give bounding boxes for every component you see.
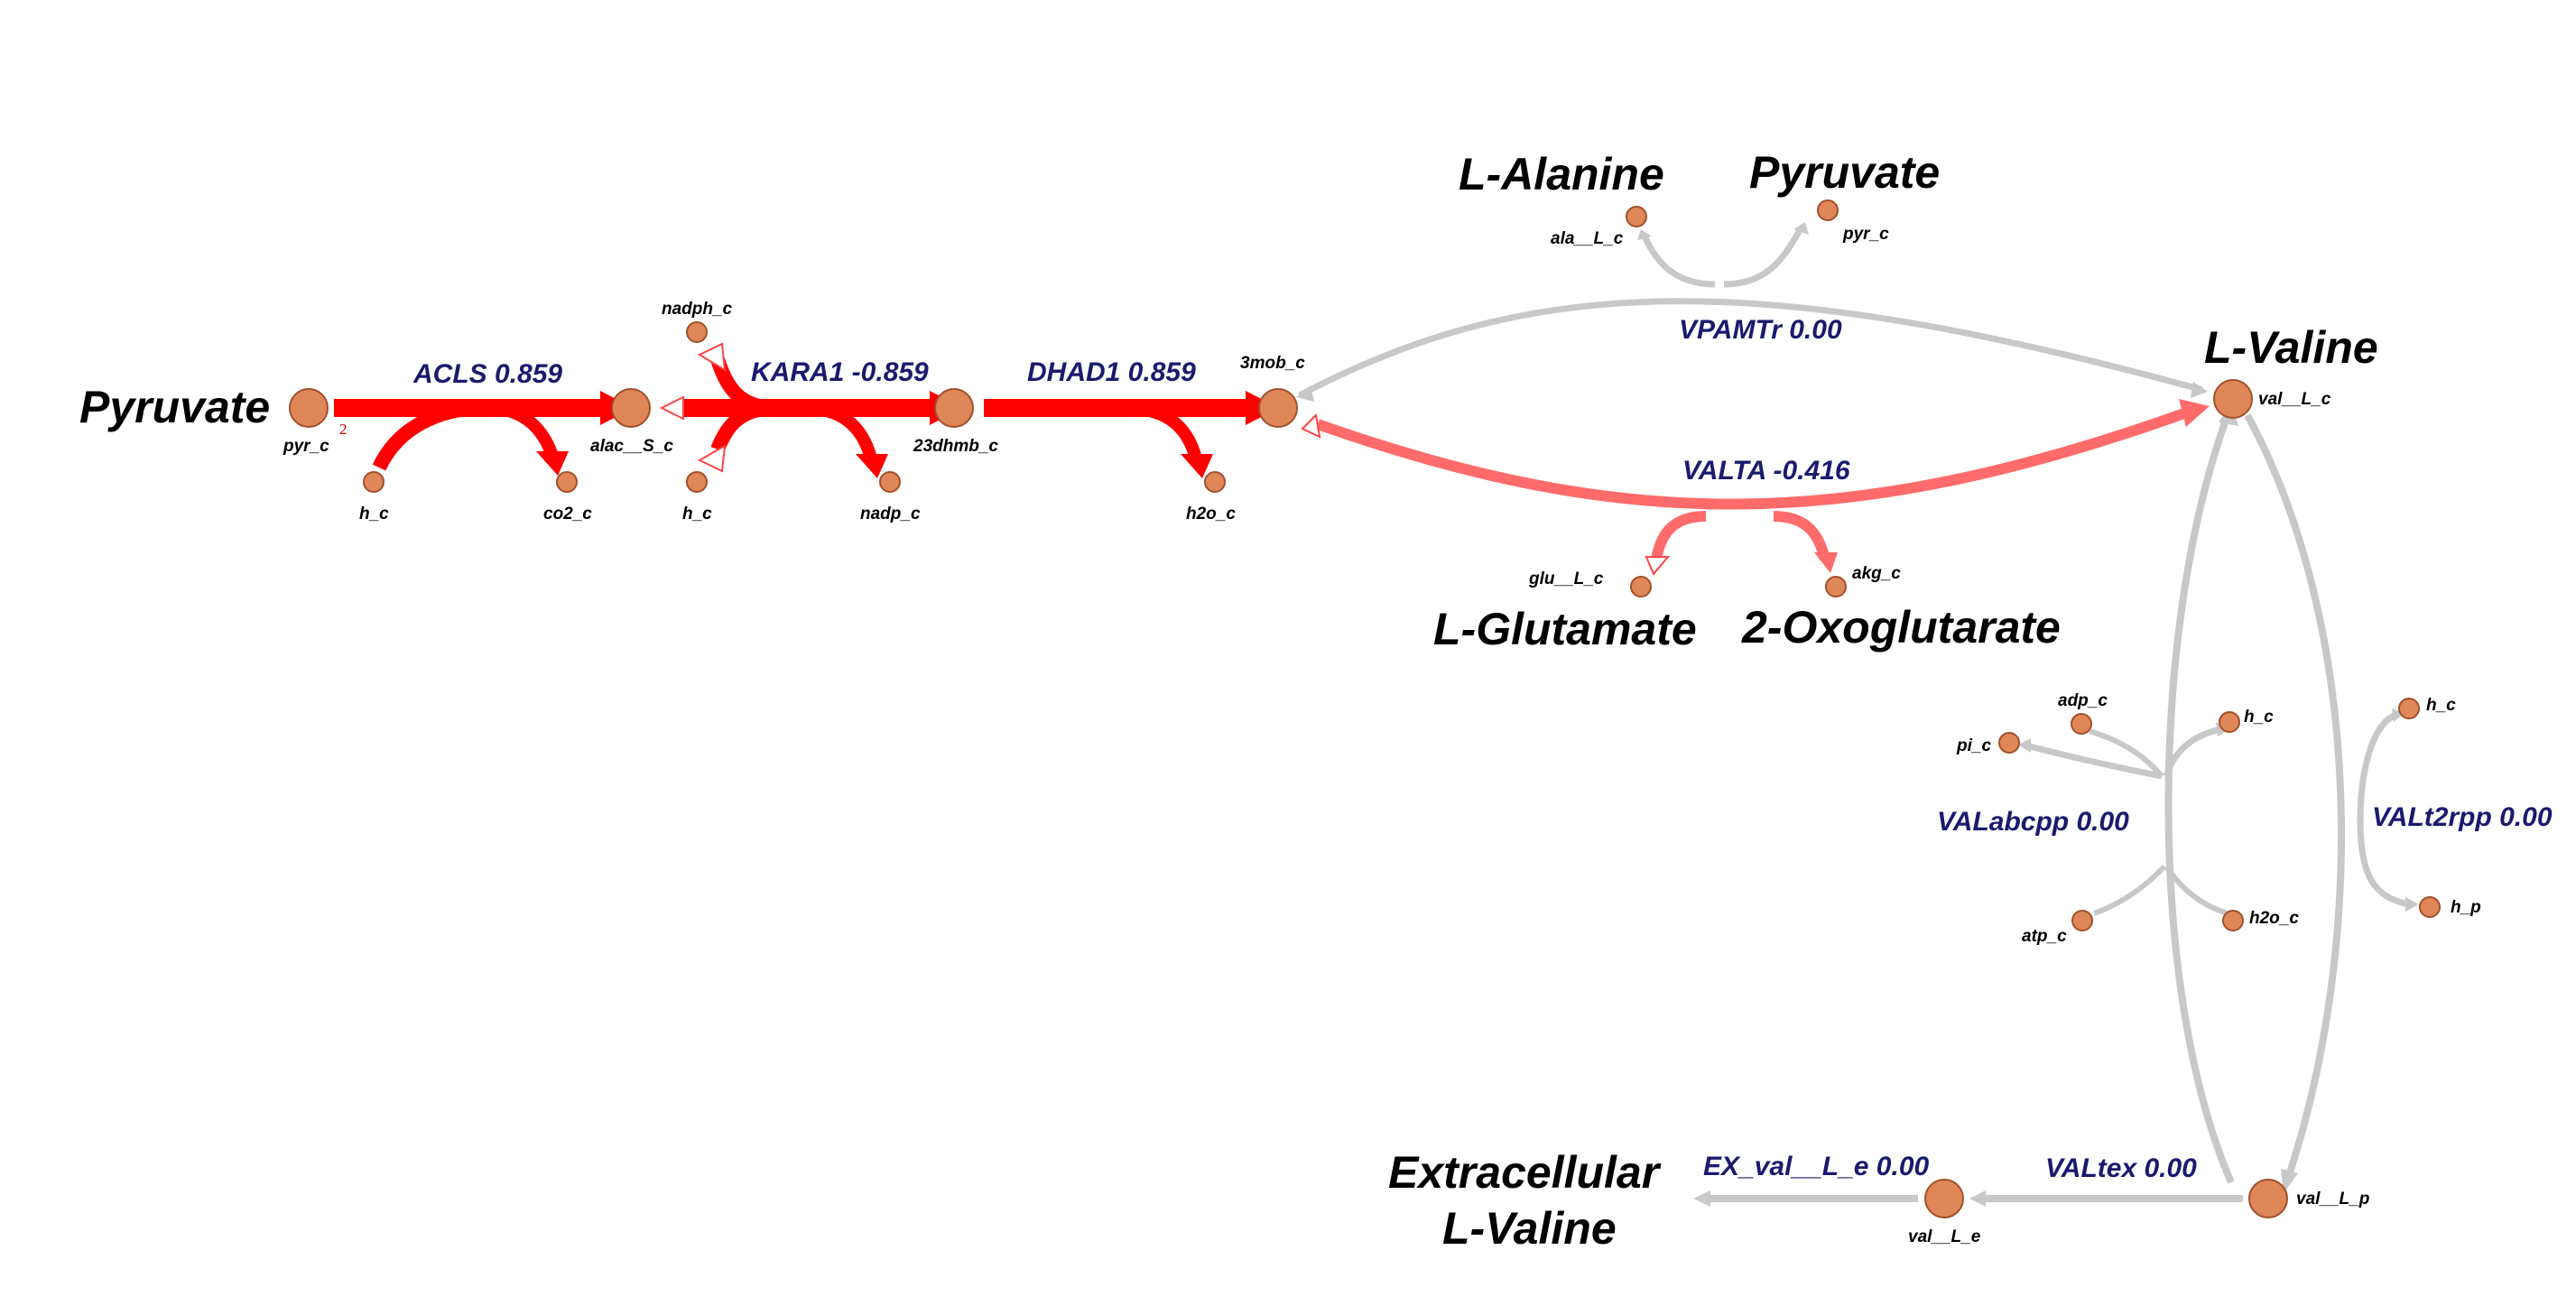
node-pyr-c[interactable] — [289, 388, 329, 428]
node-atp-c[interactable] — [2071, 910, 2093, 931]
label-oxoglutarate: 2-Oxoglutarate — [1741, 602, 2061, 653]
label-reaction-vpamtr: VPAMTr 0.00 — [1679, 315, 1842, 345]
reaction-kara1[interactable] — [659, 342, 963, 478]
node-h-c-4[interactable] — [2398, 698, 2420, 719]
label-h-p: h_p — [2451, 898, 2481, 917]
label-val-l-c: val__L_c — [2258, 390, 2331, 409]
label-pyr-c-top: pyr_c — [1842, 225, 1889, 244]
label-23dhmb-c: 23dhmb_c — [913, 437, 998, 456]
label-h2o-c-2: h2o_c — [2249, 909, 2299, 928]
label-reaction-kara1: KARA1 -0.859 — [751, 357, 929, 387]
label-akg-c: akg_c — [1852, 564, 1901, 583]
label-val-l-p: val__L_p — [2296, 1190, 2369, 1209]
label-ala-l-c: ala__L_c — [1551, 229, 1624, 248]
reaction-acls[interactable] — [334, 391, 634, 476]
label-reaction-acls: ACLS 0.859 — [412, 359, 562, 389]
node-23dhmb-c[interactable] — [934, 388, 974, 428]
node-h-c-2[interactable] — [686, 471, 708, 493]
node-h2o-c-1[interactable] — [1204, 471, 1226, 493]
label-h-c-1: h_c — [359, 505, 389, 523]
node-pi-c[interactable] — [1998, 732, 2020, 754]
node-nadp-c[interactable] — [879, 471, 901, 493]
label-3mob-c: 3mob_c — [1240, 354, 1305, 373]
label-extracellular-line2: L-Valine — [1442, 1203, 1617, 1254]
label-nadph-c: nadph_c — [662, 300, 733, 319]
node-alac-s-c[interactable] — [611, 388, 651, 428]
reaction-ex-val-l-e[interactable] — [1693, 1190, 1918, 1207]
stoich-acls-pyr: 2 — [339, 421, 347, 438]
label-alac-s-c: alac__S_c — [590, 437, 673, 456]
label-reaction-valtex: VALtex 0.00 — [2045, 1153, 2197, 1183]
node-glu-l-c[interactable] — [1630, 576, 1652, 597]
label-co2-c: co2_c — [543, 505, 592, 523]
label-val-l-e: val__L_e — [1908, 1227, 1981, 1246]
node-pyr-c-top[interactable] — [1817, 199, 1839, 221]
label-l-alanine: L-Alanine — [1459, 149, 1664, 199]
label-h2o-c-1: h2o_c — [1186, 505, 1236, 523]
label-reaction-valabcpp: VALabcpp 0.00 — [1937, 807, 2129, 837]
node-3mob-c[interactable] — [1258, 388, 1298, 428]
label-nadp-c: nadp_c — [860, 505, 921, 523]
node-h-c-3[interactable] — [2219, 711, 2240, 733]
label-h-c-3: h_c — [2244, 708, 2274, 727]
label-h-c-4: h_c — [2426, 696, 2456, 715]
label-reaction-valta: VALTA -0.416 — [1682, 456, 1850, 486]
node-val-l-e[interactable] — [1924, 1179, 1964, 1218]
node-h-c-1[interactable] — [363, 471, 385, 493]
label-pi-c: pi_c — [1956, 736, 1991, 755]
label-reaction-ex-val-l-e: EX_val__L_e 0.00 — [1703, 1152, 1930, 1181]
label-adp-c: adp_c — [2058, 691, 2108, 710]
reaction-valt2rpp[interactable] — [2244, 413, 2419, 1193]
node-val-l-c[interactable] — [2213, 379, 2253, 419]
label-reaction-valt2rpp: VALt2rpp 0.00 — [2372, 802, 2553, 832]
label-glu-l-c: glu__L_c — [1528, 570, 1604, 588]
node-akg-c[interactable] — [1825, 576, 1847, 597]
reaction-valabcpp[interactable] — [2018, 403, 2238, 1184]
label-pyruvate-left: Pyruvate — [79, 382, 270, 432]
label-atp-c: atp_c — [2022, 927, 2067, 946]
label-reaction-dhad1: DHAD1 0.859 — [1027, 357, 1196, 387]
node-h-p[interactable] — [2419, 896, 2441, 918]
label-extracellular-line1: Extracellular — [1388, 1147, 1662, 1198]
reaction-dhad1[interactable] — [984, 391, 1279, 478]
label-h-c-2: h_c — [682, 505, 712, 523]
reaction-vpamtr[interactable] — [1296, 222, 2208, 402]
node-adp-c[interactable] — [2071, 713, 2092, 735]
node-h2o-c-2[interactable] — [2222, 910, 2244, 931]
label-pyruvate-top: Pyruvate — [1749, 147, 1940, 198]
reaction-valtex[interactable] — [1969, 1190, 2243, 1207]
node-co2-c[interactable] — [556, 471, 578, 493]
label-l-glutamate: L-Glutamate — [1433, 604, 1697, 654]
node-val-l-p[interactable] — [2248, 1179, 2288, 1218]
node-nadph-c[interactable] — [686, 321, 708, 343]
label-pyr-c: pyr_c — [283, 437, 329, 456]
reaction-valta[interactable] — [1301, 399, 2210, 576]
node-ala-l-c[interactable] — [1626, 206, 1647, 227]
label-l-valine: L-Valine — [2204, 322, 2378, 373]
